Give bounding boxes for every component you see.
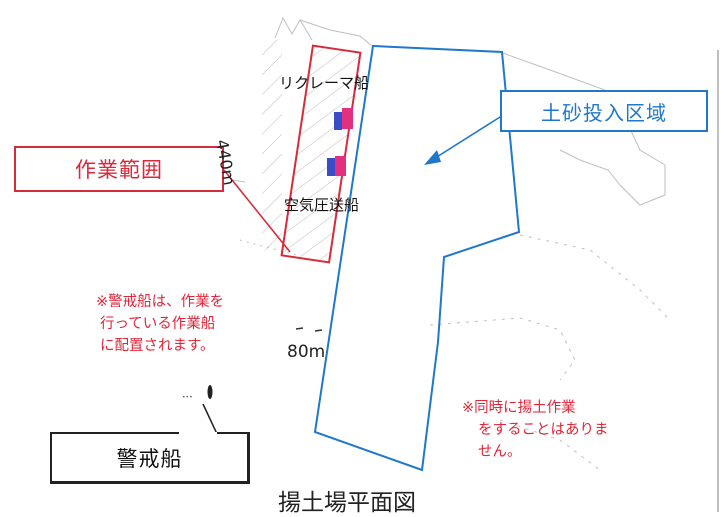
area-arrow bbox=[424, 111, 509, 165]
reclaimer-ship-label: リクレーマ船 bbox=[279, 74, 370, 92]
reclaimer-ship-icon bbox=[334, 108, 353, 130]
simultaneous-work-note: ※同時に揚土作業 をすることはありま せん。 bbox=[462, 400, 609, 460]
pneumatic-ship-label: 空気圧送船 bbox=[284, 196, 360, 214]
work-range-label-box: 作業範囲 bbox=[14, 146, 224, 192]
pneumatic-ship-icon bbox=[327, 156, 346, 176]
sediment-area-label: 土砂投入区域 bbox=[541, 100, 667, 125]
background-map-lines bbox=[232, 16, 719, 512]
guard-ship-label-box: 警戒船 bbox=[50, 432, 250, 484]
sediment-input-area-outline bbox=[313, 44, 521, 472]
hatched-strip bbox=[262, 40, 282, 250]
width-80m-label: 80m bbox=[287, 342, 326, 362]
work-range-label: 作業範囲 bbox=[75, 158, 163, 182]
guard-ship-label: 警戒船 bbox=[116, 446, 183, 471]
guard-ship-marker bbox=[207, 385, 213, 399]
guard-ship-note: ※警戒船は、作業を 行っている作業船 に配置されます。 bbox=[96, 294, 225, 354]
svg-text:•••: ••• bbox=[182, 394, 193, 401]
sediment-area-label-box: 土砂投入区域 bbox=[500, 90, 708, 132]
